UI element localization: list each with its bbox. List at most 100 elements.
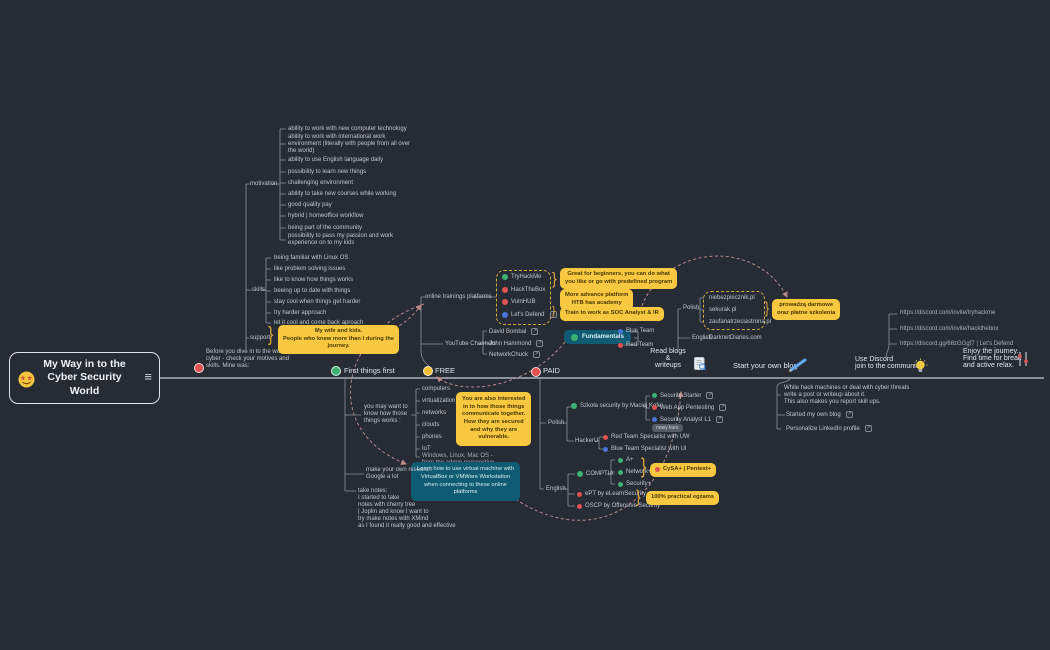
paid-course[interactable]: ePT by eLearnSecurity — [577, 491, 646, 497]
discord-link[interactable]: https://discord.com/invite/tryhackme — [900, 310, 996, 316]
topic-research[interactable]: make your own research Google a lot — [366, 467, 432, 481]
motivation-item[interactable]: hybrid | homeoffice workflow — [288, 213, 364, 219]
motivation-item[interactable]: ability to work with new computer techno… — [288, 126, 407, 132]
topic-take-notes[interactable]: take notes: I started to take notes with… — [358, 488, 456, 530]
external-link-icon[interactable]: ↗ — [719, 404, 727, 411]
skills-item[interactable]: like problem solving issues — [274, 266, 346, 272]
topic-read-blogs[interactable]: Read blogs & writeups — [650, 348, 686, 369]
platform-item[interactable]: HackTheBox — [502, 287, 545, 293]
platform-item[interactable]: Let's Defend↗ — [502, 311, 557, 318]
motivation-item[interactable]: challenging environment — [288, 180, 354, 186]
discord-link[interactable]: https://discord.com/invite/hackthebox — [900, 326, 999, 332]
external-link-icon[interactable]: ↗ — [549, 311, 557, 318]
team-item[interactable]: Blue Team — [618, 328, 654, 334]
comptia-cert[interactable]: Network+ — [618, 469, 652, 475]
note-interest[interactable]: You are also interested in to how those … — [456, 392, 532, 446]
topic-know-how-things-work[interactable]: you may want to know how those things wo… — [364, 404, 408, 425]
szkola-course[interactable]: Security Analyst L1↗ — [652, 416, 724, 423]
topic-paid[interactable]: PAID — [543, 366, 560, 375]
topic-szkola-security[interactable]: Szkoła security by Maciej Kofel — [571, 403, 663, 409]
note-virtual-machine[interactable]: Learn how to use virtual machine with Vi… — [411, 462, 520, 502]
youtube-item[interactable]: NetworkChuck↗ — [489, 351, 541, 358]
topic-blogs-polish[interactable]: Polish — [683, 305, 700, 311]
topic-paid-polish[interactable]: Polish — [548, 420, 565, 426]
topic-comptia[interactable]: COMPTIA — [577, 471, 613, 477]
topic-free[interactable]: FREE — [435, 366, 456, 375]
topic-motivation[interactable]: motivation — [250, 181, 278, 187]
hackeru-course[interactable]: Blue Team Specialist with UI — [603, 446, 687, 452]
motivation-item[interactable]: possibility to learn new things — [288, 169, 367, 175]
hackeru-course[interactable]: Red Team Specialist with UW — [603, 434, 690, 440]
lightbulb-icon — [913, 358, 928, 372]
central-topic[interactable]: ★ ★ My Way in to the Cyber Security Worl… — [9, 352, 160, 404]
comptia-cert[interactable]: A+ — [618, 457, 634, 463]
topic-online-platforms[interactable]: online trainings platforms — [425, 294, 492, 300]
course-marker-icon — [577, 491, 582, 497]
external-link-icon[interactable]: ↗ — [531, 328, 539, 335]
topic-skills[interactable]: skills — [252, 287, 265, 293]
support-note[interactable]: My wife and kids. People who knew more t… — [278, 325, 400, 354]
blog-item[interactable]: niebezpiecznik.pl — [709, 295, 755, 301]
thing-item[interactable]: phones — [422, 434, 442, 440]
topic-fundamentals[interactable]: Fundamentals — [564, 330, 631, 345]
topic-use-discord[interactable]: Use Discord join to the community — [855, 356, 922, 370]
note-writeup-tip[interactable]: While hack machines or deal with cyber t… — [784, 385, 910, 406]
note-soc[interactable]: Train to work as SOC Analyst & IR — [560, 307, 664, 321]
thing-item[interactable]: IoT — [422, 446, 431, 452]
szkola-course[interactable]: Security Starter↗ — [652, 392, 714, 399]
external-link-icon[interactable]: ↗ — [536, 340, 544, 347]
topic-hackeru[interactable]: HackerU — [575, 438, 599, 444]
youtube-item[interactable]: David Bombal↗ — [489, 328, 539, 335]
team-item[interactable]: Red Team — [618, 342, 653, 348]
blog-item[interactable]: sekurak.pl — [709, 307, 737, 313]
motivation-item[interactable]: ability to work with international work … — [288, 134, 411, 155]
paid-course[interactable]: OSCP by Offensive Security — [577, 503, 660, 509]
note-htb[interactable]: More advance platform HTB has academy — [560, 289, 634, 311]
szkola-course[interactable]: Web App Pentesting↗ — [652, 404, 727, 411]
skills-item[interactable]: being familiar with Linux OS — [274, 255, 349, 261]
youtube-item[interactable]: John Hammond↗ — [489, 340, 544, 347]
motivation-item[interactable]: ability to take new courses while workin… — [288, 191, 397, 197]
thing-item[interactable]: clouds — [422, 422, 440, 428]
blog-item[interactable]: zaufanatrzeciastrona.pl — [709, 319, 772, 325]
thing-item[interactable]: networks — [422, 410, 447, 416]
topic-own-blog[interactable]: Start your own blog — [733, 361, 798, 370]
ownblog-item[interactable]: Started my own blog↗ — [786, 411, 853, 418]
topic-youtube-channels[interactable]: YouTube Channels — [445, 341, 496, 347]
external-link-icon[interactable]: ↗ — [845, 411, 853, 418]
topic-check-motives[interactable]: Before you dive in to the world of cyber… — [206, 349, 293, 370]
external-link-icon[interactable]: ↗ — [716, 416, 724, 423]
topic-blogs-english[interactable]: English — [692, 335, 712, 341]
note-trainings[interactable]: prowadzą darmowe oraz płatne szkolenia — [772, 299, 841, 321]
skills-item[interactable]: try harder approach — [274, 310, 327, 316]
blue-team-icon — [618, 328, 623, 334]
skills-item[interactable]: beeing up to date with things — [274, 288, 351, 294]
note-cysa-pentest[interactable]: CySA+ | Pentest+ — [650, 463, 717, 477]
motivation-item[interactable]: good quality pay — [288, 202, 332, 208]
topic-paid-english[interactable]: English — [546, 486, 566, 492]
note-practical-exams[interactable]: 100% practical egzams — [646, 491, 720, 505]
thing-item[interactable]: computers — [422, 386, 451, 392]
external-link-icon[interactable]: ↗ — [864, 425, 872, 432]
blog-item[interactable]: DarknetDiaries.com — [709, 335, 762, 341]
platform-item[interactable]: VulnHUB — [502, 299, 535, 305]
topic-first-things-first[interactable]: First things first — [344, 366, 395, 375]
discord-link[interactable]: https://discord.gg/68zGGgf7 | Let's Defe… — [900, 341, 1014, 347]
comptia-cert[interactable]: Security+ — [618, 481, 651, 487]
menu-icon[interactable]: ≡ — [144, 369, 152, 384]
motivation-item[interactable]: possibility to pass my passion and work … — [288, 233, 394, 247]
topic-enjoy-journey[interactable]: Enjoy the journey. Find time for break a… — [963, 348, 1022, 369]
motivation-item[interactable]: ability to use English language daily — [288, 157, 384, 163]
skills-item[interactable]: let it cool and come back aproach — [274, 320, 364, 326]
thing-item[interactable]: virtualization — [422, 398, 456, 404]
skills-item[interactable]: like to know how things works — [274, 277, 354, 283]
topic-support[interactable]: support — [250, 335, 271, 341]
skills-item[interactable]: stay cool when things get harder — [274, 299, 361, 305]
external-link-icon[interactable]: ↗ — [533, 351, 541, 358]
platform-item[interactable]: TryHackMe — [502, 274, 541, 280]
ownblog-item[interactable]: Personalize LinkedIn profile↗ — [786, 425, 872, 432]
note-beginners[interactable]: Great for beginners, you can do what you… — [560, 268, 678, 290]
pencil-icon — [789, 358, 807, 372]
external-link-icon[interactable]: ↗ — [706, 392, 714, 399]
motivation-item[interactable]: being part of the community — [288, 225, 363, 231]
